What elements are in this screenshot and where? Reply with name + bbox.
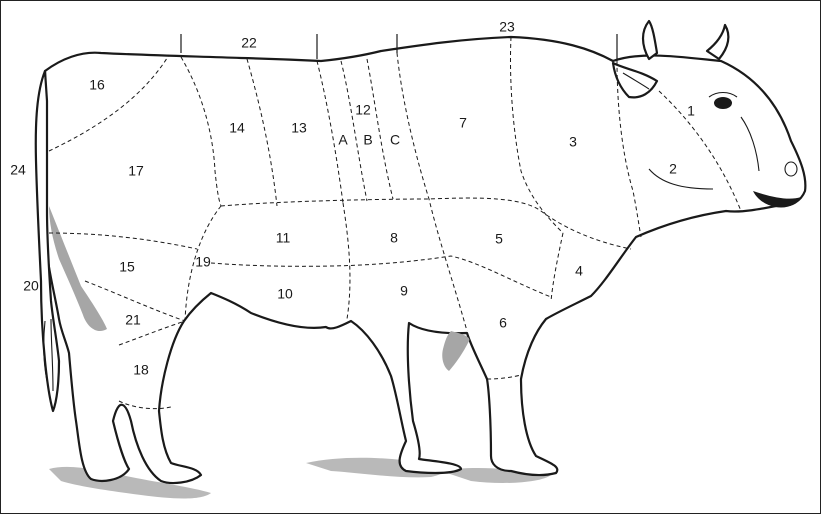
label-11: 11 [276,230,291,246]
eye [714,97,732,109]
label-16: 16 [89,77,105,93]
label-10: 10 [277,286,293,302]
label-15: 15 [119,259,135,275]
label-14: 14 [229,120,245,136]
horn-right [707,25,728,59]
label-18: 18 [133,362,149,378]
label-1: 1 [687,103,695,119]
label-B: B [363,132,372,148]
fore-leg-shading [442,331,469,371]
label-24: 24 [10,162,26,178]
label-21: 21 [125,312,141,328]
label-22: 22 [241,35,257,51]
label-20: 20 [23,278,39,294]
label-8: 8 [390,230,398,246]
label-17: 17 [128,163,144,179]
label-13: 13 [291,120,307,136]
label-12: 12 [355,102,371,118]
label-4: 4 [575,263,583,279]
label-5: 5 [495,231,503,247]
horn-left [643,21,657,59]
label-9: 9 [400,283,408,299]
label-A: A [338,132,348,148]
label-23: 23 [499,19,515,35]
label-2: 2 [669,161,677,177]
label-19: 19 [195,254,211,270]
label-C: C [390,132,400,148]
label-7: 7 [459,115,467,131]
label-3: 3 [569,134,577,150]
label-6: 6 [499,315,507,331]
